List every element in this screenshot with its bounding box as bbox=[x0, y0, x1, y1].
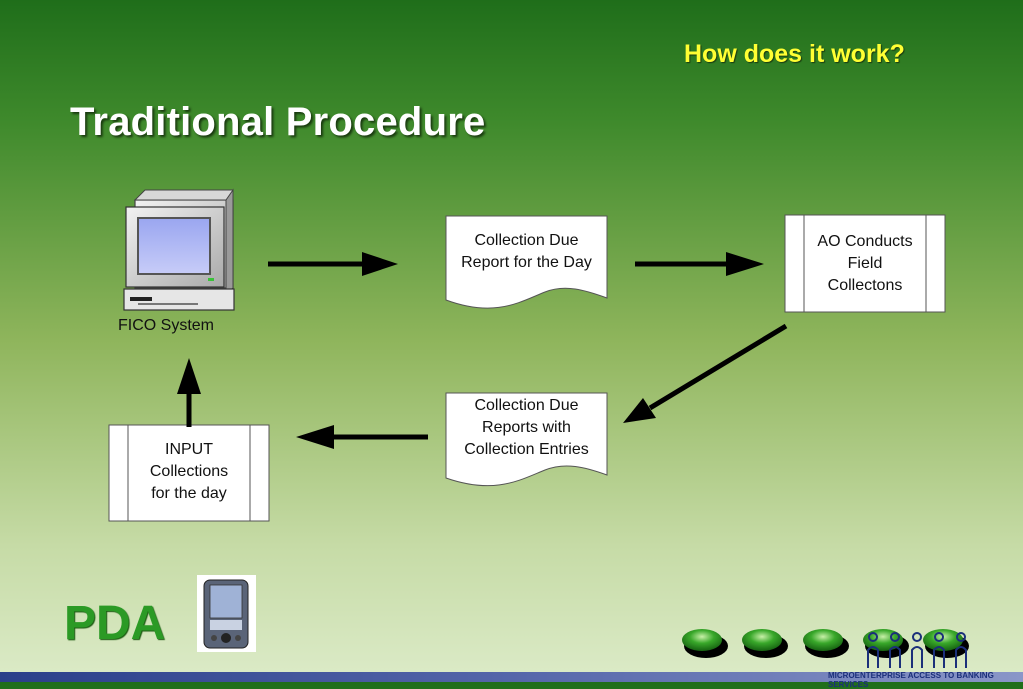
process-box-ao bbox=[784, 214, 946, 313]
fico-system-label: FICO System bbox=[118, 317, 215, 334]
report-text: Collection Due Report for the Day bbox=[446, 230, 607, 274]
document-report-shape bbox=[445, 215, 608, 309]
input-line-1: INPUT bbox=[165, 441, 213, 458]
document-entries-shape bbox=[445, 392, 608, 487]
arrow-computer-to-report bbox=[268, 252, 398, 276]
computer-icon bbox=[123, 188, 235, 311]
pda-label: PDA bbox=[64, 597, 166, 650]
report-line-1: Collection Due bbox=[474, 232, 579, 249]
input-line-3: for the day bbox=[151, 485, 227, 502]
entries-line-2: Reports with bbox=[482, 419, 571, 436]
input-line-2: Collections bbox=[149, 463, 229, 480]
input-text: INPUT Collections for the day bbox=[128, 439, 250, 505]
bottom-bar bbox=[0, 672, 1023, 682]
slide-title: Traditional Procedure bbox=[70, 100, 486, 144]
entries-line-3: Collection Entries bbox=[464, 441, 589, 458]
entries-text: Collection Due Reports with Collection E… bbox=[446, 395, 607, 461]
process-box-input bbox=[108, 424, 270, 522]
pda-icon bbox=[197, 575, 256, 652]
header-question: How does it work? bbox=[684, 40, 905, 68]
mabs-logo-icon bbox=[867, 632, 967, 668]
arrow-report-to-ao bbox=[635, 252, 764, 276]
report-line-2: Report for the Day bbox=[461, 254, 592, 271]
arrow-entries-to-input bbox=[296, 425, 428, 449]
mabs-logo-text: MICROENTERPRISE ACCESS TO BANKING SERVIC… bbox=[828, 671, 994, 689]
entries-line-1: Collection Due bbox=[474, 397, 579, 414]
ao-text: AO Conducts Field Collectons bbox=[804, 231, 926, 297]
ao-line-1: AO Conducts bbox=[817, 233, 913, 250]
ao-line-2: Field bbox=[847, 255, 883, 272]
arrow-input-to-computer bbox=[177, 358, 201, 427]
arrow-ao-to-entries bbox=[623, 323, 788, 423]
ao-line-3: Collectons bbox=[827, 277, 903, 294]
